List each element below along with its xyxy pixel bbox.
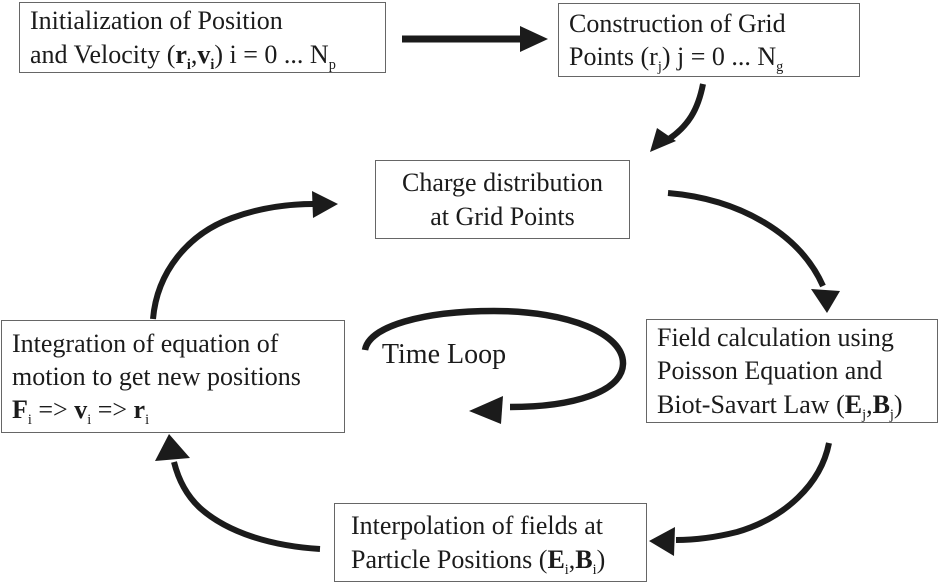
arrow-charge-to-field-icon: [667, 190, 840, 313]
arrow-integrate-to-charge-icon: [150, 191, 338, 320]
time-loop-arrow-icon: [361, 307, 627, 424]
arrow-grid-to-charge-icon: [650, 83, 706, 152]
arrow-interp-to-integrate-icon: [155, 434, 321, 552]
arrow-init-to-grid-icon: [402, 26, 548, 52]
arrow-field-to-interp-icon: [649, 442, 832, 556]
time-loop-label: Time Loop: [381, 339, 507, 370]
